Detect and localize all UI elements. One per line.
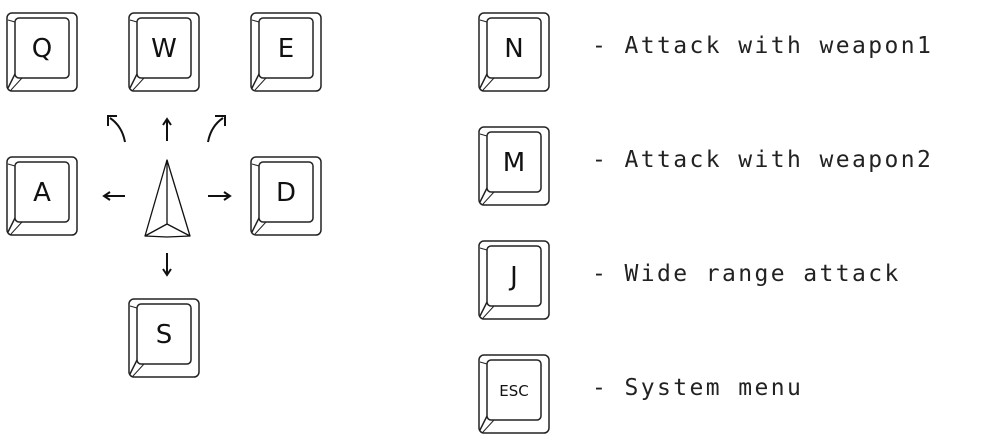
keycap-shape (478, 126, 550, 206)
arrow-up-icon (162, 117, 172, 141)
key-n-label: N (504, 34, 524, 64)
keycap-shape (128, 298, 200, 378)
movement-diagram (102, 115, 232, 277)
key-s: S (128, 298, 200, 378)
key-j-description: - Wide range attack (592, 261, 901, 287)
keycap-shape (478, 240, 550, 320)
key-j: J (478, 240, 550, 320)
key-m-label: M (502, 148, 526, 178)
key-d: D (250, 156, 322, 236)
key-esc-label: ESC (499, 382, 529, 400)
key-q: Q (6, 12, 78, 92)
keycap-shape (250, 12, 322, 92)
player-ship-icon (144, 159, 191, 238)
keycap-shape (128, 12, 200, 92)
keycap-shape (250, 156, 322, 236)
key-esc: ESC (478, 354, 550, 434)
rotate-right-icon (207, 115, 226, 143)
rotate-left-icon (107, 115, 126, 143)
key-e-label: E (277, 34, 295, 64)
key-a: A (6, 156, 78, 236)
key-s-label: S (155, 320, 173, 350)
key-w: W (128, 12, 200, 92)
key-q-label: Q (31, 34, 53, 64)
keycap-shape (478, 354, 550, 434)
arrow-right-icon (208, 191, 232, 201)
key-esc-description: - System menu (592, 375, 804, 401)
key-w-label: W (151, 34, 177, 64)
key-e: E (250, 12, 322, 92)
keycap-shape (6, 12, 78, 92)
key-n: N (478, 12, 550, 92)
key-d-label: D (275, 178, 297, 208)
keycap-shape (478, 12, 550, 92)
key-m-description: - Attack with weapon2 (592, 147, 934, 173)
key-a-label: A (33, 178, 51, 208)
keycap-shape (6, 156, 78, 236)
arrow-down-icon (162, 253, 172, 277)
key-m: M (478, 126, 550, 206)
arrow-left-icon (102, 191, 125, 201)
key-n-description: - Attack with weapon1 (592, 33, 934, 59)
key-j-label: J (510, 262, 518, 292)
